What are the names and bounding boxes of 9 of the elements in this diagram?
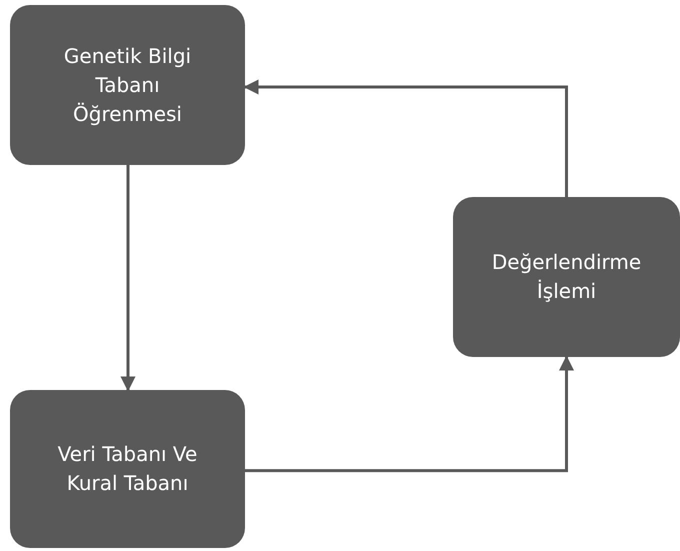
process-box [10, 390, 245, 548]
node-label: Genetik Bilgi Tabanı Öğrenmesi [62, 42, 192, 128]
arrow [244, 80, 568, 197]
process-box [453, 197, 680, 357]
arrow [120, 165, 136, 392]
process-box [10, 5, 245, 165]
node-label: Veri Tabanı Ve Kural Tabanı [56, 441, 198, 497]
node-label: Değerlendirme İşlemi [490, 249, 642, 305]
arrow [245, 356, 574, 472]
